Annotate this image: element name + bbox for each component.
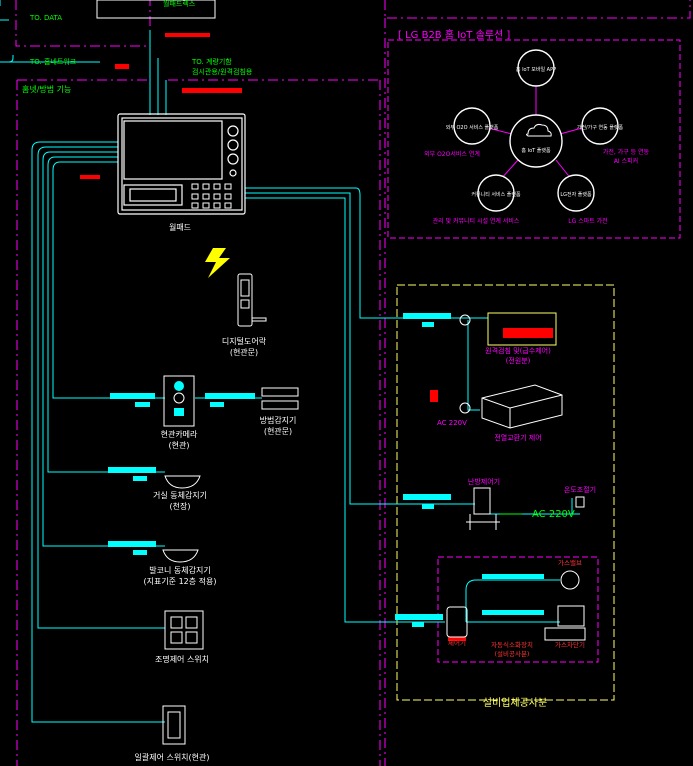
light-switch-icon: [164, 610, 204, 650]
hood-label: 가스밸브: [558, 558, 582, 567]
door-lock-sub-label: (현관문): [230, 347, 258, 357]
balcony-motion-label: 발코니 동체감지기: [149, 565, 210, 575]
balcony-motion-sub-label: (지표기준 12층 적용): [143, 576, 216, 586]
thermostat-label: 온도조절기: [564, 485, 596, 494]
thermostat-icon: [575, 496, 585, 508]
cyan-bars: [108, 313, 544, 627]
living-motion-sub-label: (천장): [170, 501, 191, 511]
iot-center-label: 홈 IoT 플랫폼: [521, 147, 551, 154]
living-motion-label: 거실 동체감지기: [153, 490, 207, 500]
to-data-label: TO. DATA: [29, 14, 62, 22]
auto-cut-label: 자동식소화장치: [491, 640, 533, 649]
gas-valve-box: [459, 312, 557, 414]
iot-bottom-right-label: LG전자 플랫폼: [560, 191, 592, 198]
gas-frame: [437, 556, 599, 663]
door-lock-icon: [237, 273, 267, 327]
heating-controller-icon: [466, 487, 500, 530]
light-switch-label: 조명제어 스위치: [155, 654, 209, 664]
iot-diagram: [453, 49, 619, 212]
balcony-motion-icon: [162, 549, 199, 563]
intrusion-sensor-icon: [261, 387, 299, 410]
gas-valve-label: 원격검침 및(급수제어): [485, 346, 551, 355]
home-network-frame: [16, 79, 381, 766]
batch-switch-icon: [162, 705, 186, 745]
iot-cap-bottom-left: 관리 및 커뮤니티 시설 연계 서비스: [433, 217, 520, 225]
intrusion-sensor-sub-label: (현관문): [264, 426, 292, 436]
iot-cap-left: 외부 O2O서비스 연계: [424, 150, 480, 158]
wallpad-label: 월패드: [169, 222, 191, 232]
gas-shutoff-icon: [544, 605, 586, 641]
top-box: [96, 0, 216, 19]
iot-cap-bottom-right: LG 스마트 가전: [568, 217, 607, 225]
gas-shutoff-label: 가스차단기: [555, 640, 585, 649]
top-right-frame: [384, 0, 691, 19]
wallpad: [117, 113, 246, 215]
equipment-frame: [396, 284, 615, 701]
hood-icon: [560, 570, 580, 590]
to-home-network-label: TO. 홈네트워크: [29, 57, 77, 66]
iot-frame: [387, 39, 681, 239]
iot-node-labels: 홈 IoT 모바일 APP 외부 O2O 서비스 플랫폼 가전/가구 연동 플랫…: [446, 66, 624, 198]
red-marks: [80, 33, 553, 641]
controller-icon: [446, 606, 468, 638]
living-motion-icon: [164, 475, 201, 489]
top-box-label: 월패드렉스: [163, 0, 196, 8]
entrance-camera-sub-label: (현관): [169, 440, 190, 450]
entrance-camera-label: 현관카메라: [161, 429, 198, 439]
heating-label: 난방제어기: [468, 477, 500, 486]
door-lock-label: 디지털도어락: [222, 336, 267, 346]
ventilator-label: 전열교환기 제어: [494, 433, 541, 442]
intrusion-sensor-label: 방범감지기: [260, 415, 297, 425]
top-green-labels: TO. DATA TO. 홈네트워크 TO. 계량기함 검시관용/원격검침용 홈…: [22, 14, 253, 94]
ac-220v-1-label: AC 220V: [437, 419, 467, 427]
device-labels: 월패드 디지털도어락 (현관문) 현관카메라 (현관) 방범감지기 (현관문) …: [134, 222, 296, 762]
equipment-section-label: 설비업체공사분: [483, 696, 547, 709]
gas-labels: 가스밸브 제어기 자동식소화장치 (설비공사분) 가스차단기: [448, 558, 585, 658]
top-data-frame: [15, 0, 151, 47]
valve-ctrl-label: 제어기: [448, 638, 466, 647]
iot-top-right-label: 가전/가구 연동 플랫폼: [577, 124, 624, 131]
iot-cap-right2: AI 스피커: [614, 157, 638, 165]
to-gas-label: TO. 계량기함: [191, 57, 232, 66]
iot-bottom-left-label: 커뮤니티 서비스 플랫폼: [471, 191, 521, 198]
ac-220v-2-label: AC 220V: [532, 509, 575, 520]
wiring: [0, 0, 580, 723]
lightning-icon: [205, 248, 230, 278]
iot-cap-right: 가전, 가구 등 연동: [603, 148, 650, 156]
gas-sub-label: 검시관용/원격검침용: [192, 67, 253, 76]
iot-captions: 외부 O2O서비스 연계 가전, 가구 등 연동 AI 스피커 관리 및 커뮤니…: [424, 148, 649, 225]
auto-cut-sub-label: (설비공사분): [495, 649, 530, 658]
home-network-section-label: 홈넷/방범 기능: [22, 84, 71, 94]
gas-valve-sub-label: (전원분): [506, 356, 531, 365]
entrance-camera-icon: [163, 375, 195, 427]
iot-top-left-label: 외부 O2O 서비스 플랫폼: [446, 124, 499, 131]
batch-switch-label: 일괄제어 스위치(현관): [134, 752, 209, 762]
ventilator-icon: [481, 384, 563, 429]
iot-title: [ LG B2B 홈 IoT 솔루션 ]: [398, 28, 510, 41]
equipment-labels: 원격검침 및(급수제어) (전원분) 전열교환기 제어 난방제어기 온도조절기: [468, 346, 596, 494]
iot-top-label: 홈 IoT 모바일 APP: [516, 66, 556, 73]
